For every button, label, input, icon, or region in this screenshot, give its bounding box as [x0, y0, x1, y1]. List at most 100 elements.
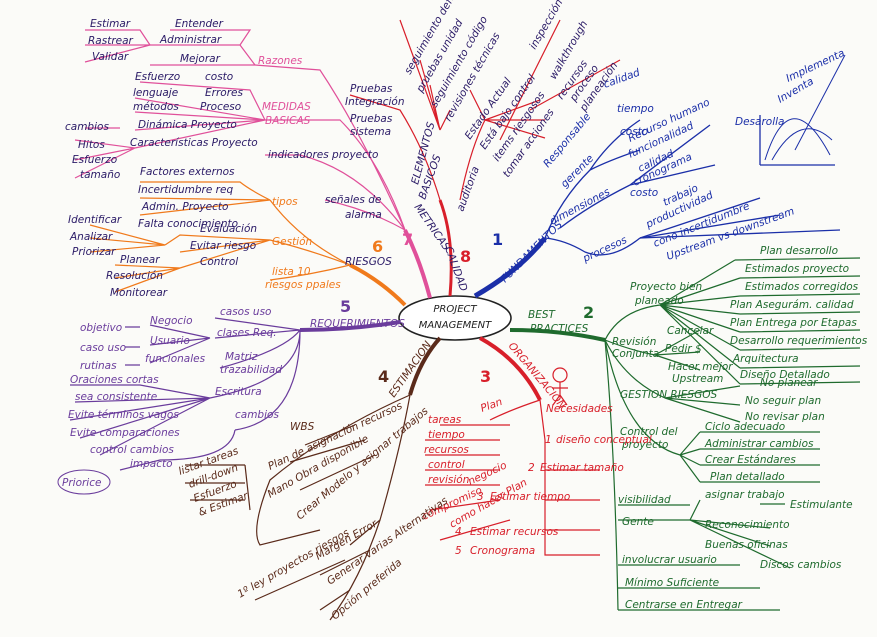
gente-item-2: Reconocimiento — [705, 519, 790, 531]
visibilidad: visibilidad — [618, 494, 671, 506]
medidas-item-8: Características Proyecto — [130, 137, 258, 149]
gente-item-4: Discos cambios — [760, 559, 842, 571]
escritura-item-5: control cambios — [90, 444, 174, 456]
medidas-item-7: Dinámica Proyecto — [138, 119, 237, 131]
hitos-3: tamaño — [80, 169, 120, 181]
revision-pedir: Pedir $ — [665, 343, 702, 355]
hitos-2: Esfuerzo — [72, 154, 117, 166]
fundamentos-dimensiones: dimensiones — [548, 186, 613, 228]
impacto: impacto — [130, 458, 173, 470]
casos-uso: casos uso — [220, 306, 271, 318]
riesgos-left-4: Planear — [120, 254, 160, 266]
bien-item-8: Diseño Detallado — [740, 369, 830, 381]
branch-6-number: 6 — [372, 237, 383, 256]
step-num-2: 2 — [528, 462, 535, 474]
otros-1: involucrar usuario — [622, 554, 717, 566]
far-item-2: Rastrear — [88, 35, 134, 47]
dimension-item-5: costo — [630, 187, 658, 199]
req-mid-1: Negocio — [150, 315, 193, 327]
senales-2: alarma — [345, 209, 382, 221]
riesgos-left-3: Priorizar — [72, 246, 116, 258]
branch-1-number: 1 — [492, 230, 503, 249]
gestion-riesgos: GESTION RIESGOS — [620, 389, 717, 401]
tipos-item-1: Factores externos — [140, 166, 235, 178]
escritura-item-4: Evite comparaciones — [70, 427, 180, 439]
pruebas-integracion-2: Integración — [345, 96, 405, 108]
gestion-item-2: Evitar riesgo — [190, 240, 256, 252]
branch-3-number: 3 — [480, 367, 491, 386]
fundamentos-costo: costo — [620, 126, 648, 138]
branch-estimacion — [185, 336, 442, 621]
escritura-item-1: Oraciones cortas — [70, 374, 159, 386]
revision-hacer-2: Upstream — [672, 373, 723, 385]
step-5: Cronograma — [470, 545, 535, 557]
escritura-item-3: Evite términos vagos — [68, 409, 179, 421]
medidas-item-4: Errores — [205, 87, 243, 99]
gestion-item-1: Evaluación — [200, 223, 257, 235]
metricas-cambios: cambios — [65, 121, 109, 133]
step-1: diseño conceptual — [556, 434, 652, 446]
tipos-item-3: Admin. Proyecto — [141, 201, 228, 213]
branch-5-label: REQUERIMIENTOS — [310, 318, 405, 330]
otros-3: Centrarse en Entregar — [625, 599, 743, 611]
step-2: Estimar tamaño — [540, 462, 624, 474]
center-label-line1: PROJECT — [433, 304, 477, 315]
riesgo-item-2: No seguir plan — [745, 395, 821, 407]
branch-8-number: 8 — [460, 247, 471, 266]
far-item-1: Estimar — [90, 18, 131, 30]
branch-calidad — [349, 19, 621, 297]
matriz-2: trazabilidad — [220, 364, 282, 376]
riesgos-left-2: Analizar — [69, 231, 113, 243]
riesgos-lista-2: riesgos ppales — [265, 279, 341, 291]
bien-item-1: Plan desarrollo — [760, 245, 838, 257]
branch-4-number: 4 — [378, 367, 389, 386]
fundamentos-tiempo: tiempo — [617, 103, 654, 115]
bien-item-2: Estimados proyecto — [745, 263, 849, 275]
branch-2-label-1: BEST — [528, 309, 557, 321]
estimulante: Estimulante — [790, 499, 853, 511]
far-item-3: Validar — [92, 51, 129, 63]
control-item-4: Plan detallado — [710, 471, 785, 483]
graph-label-implementa: Implementa — [784, 47, 846, 85]
medidas-item-5: métodos — [133, 101, 179, 113]
pruebas-sistema-2: sistema — [350, 126, 391, 138]
bien-item-6: Desarrollo requerimientos — [730, 335, 868, 347]
branch-fundamentos — [473, 54, 846, 299]
branch-metricas — [74, 29, 432, 299]
control-item-1: Ciclo adecuado — [705, 421, 785, 433]
revision-2: Conjunta — [612, 348, 659, 360]
riesgos-lista-1: lista 10 — [272, 266, 311, 278]
priorice: Priorice — [62, 477, 101, 489]
tarea-3: recursos — [424, 444, 469, 456]
center-label-line2: MANAGEMENT — [419, 320, 492, 331]
pruebas-integracion-1: Pruebas — [350, 83, 393, 95]
medidas-item-6: Proceso — [200, 101, 241, 113]
branch-best-practices — [509, 257, 861, 611]
branch-requerimientos — [69, 317, 401, 471]
branch-6-label: RIESGOS — [345, 256, 392, 268]
branch-riesgos — [89, 181, 407, 307]
matriz-1: Matriz — [225, 351, 258, 363]
riesgo-item-1: No planear — [760, 377, 818, 389]
necesidades: Necesidades — [546, 403, 613, 415]
center-node — [398, 295, 512, 341]
medidas-item-1: Esfuerzo — [135, 71, 180, 83]
control-proyecto-1: Control del — [620, 426, 678, 438]
bien-planeado-1: Proyecto bien — [630, 281, 702, 293]
razones: Razones — [258, 55, 303, 67]
branch-2-label-2: PRACTICES — [530, 323, 589, 335]
escritura: Escritura — [215, 386, 262, 398]
negocio: negocio — [466, 459, 509, 487]
gente-item-1: asignar trabajo — [705, 489, 785, 501]
step-num-5: 5 — [455, 545, 462, 557]
medidas-item-2: costo — [205, 71, 233, 83]
req-mid-3: funcionales — [145, 353, 206, 365]
razones-item-1: Entender — [175, 18, 224, 30]
senales-1: señales de — [325, 194, 381, 206]
graph-label-desarolla: Desarolla — [735, 116, 784, 128]
step-num-1: 1 — [545, 434, 552, 446]
control-item-3: Crear Estándares — [705, 454, 796, 466]
gente: Gente — [622, 516, 654, 528]
